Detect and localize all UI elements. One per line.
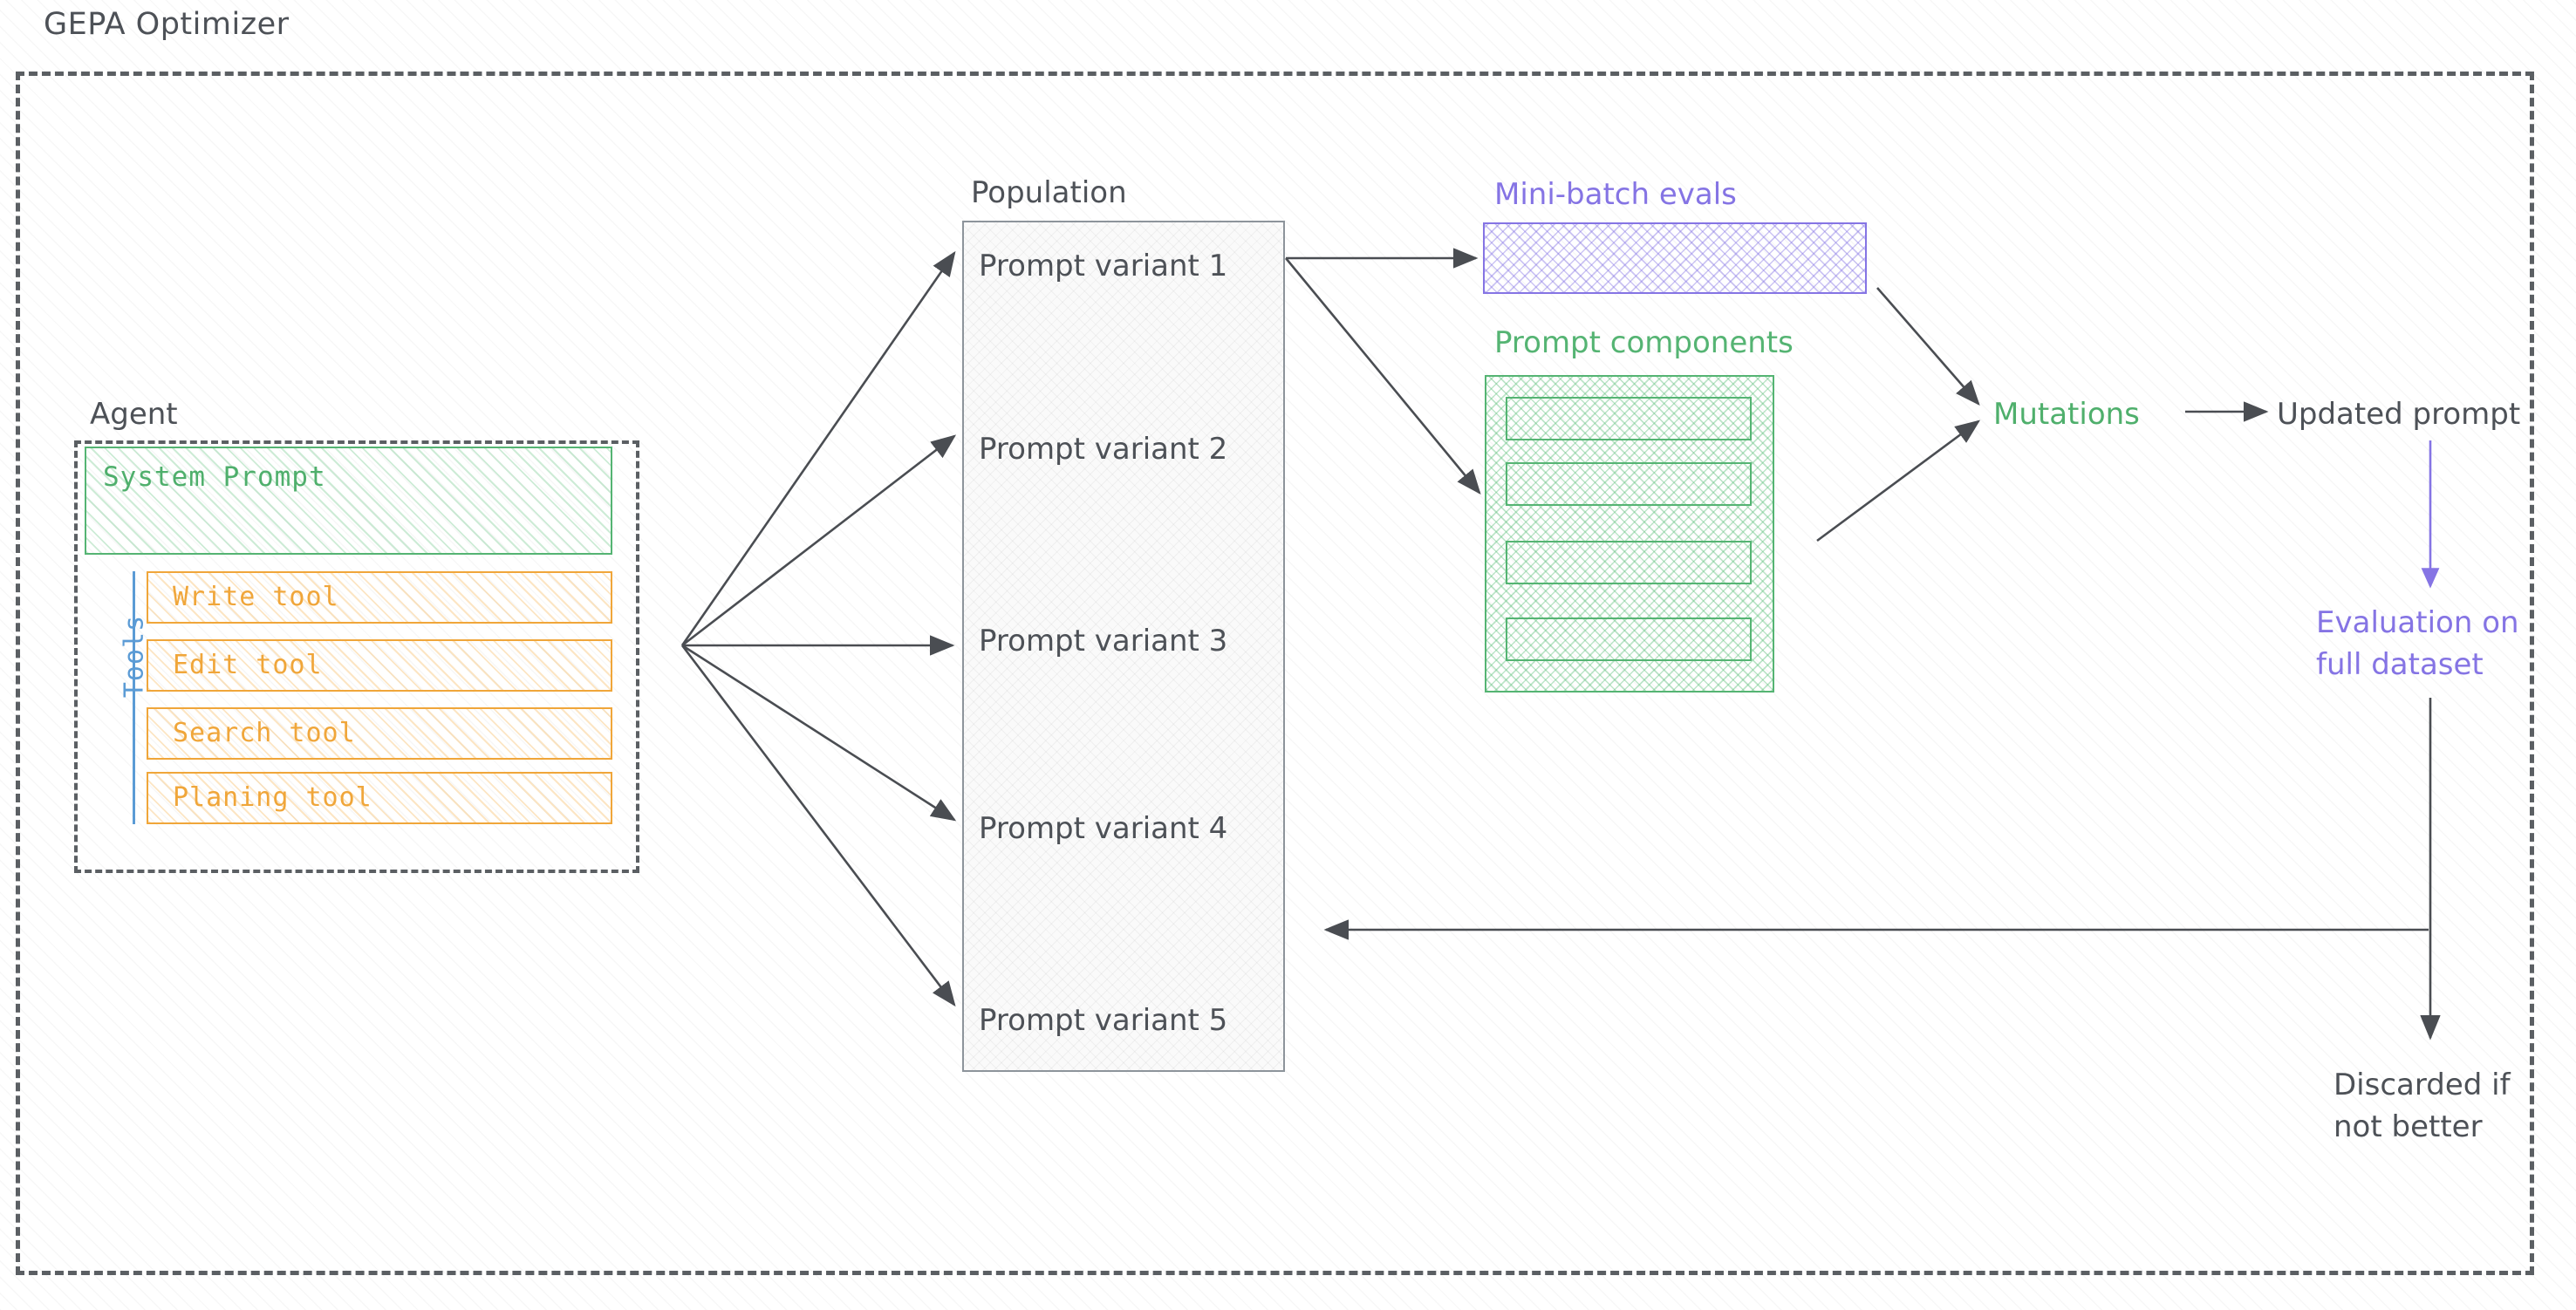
tool-box-edit[interactable] xyxy=(147,639,612,692)
prompt-variant-1[interactable]: Prompt variant 1 xyxy=(979,249,1228,283)
evaluation-on-full-dataset-node[interactable]: Evaluation on full dataset xyxy=(2316,602,2519,686)
agent-group-label: Agent xyxy=(90,397,178,432)
prompt-variant-5[interactable]: Prompt variant 5 xyxy=(979,1003,1228,1038)
prompt-variant-3[interactable]: Prompt variant 3 xyxy=(979,624,1228,658)
tools-rail-label: Tools xyxy=(119,614,150,699)
minibatch-evals-box[interactable] xyxy=(1483,222,1867,294)
prompt-variant-4[interactable]: Prompt variant 4 xyxy=(979,811,1228,846)
system-prompt-label: System Prompt xyxy=(103,461,326,493)
minibatch-evals-label: Mini-batch evals xyxy=(1494,177,1737,212)
system-prompt-box[interactable] xyxy=(85,447,612,555)
tool-box-planing[interactable] xyxy=(147,772,612,824)
evaluation-line-2: full dataset xyxy=(2316,647,2484,682)
updated-prompt-node[interactable]: Updated prompt xyxy=(2277,397,2521,432)
prompt-component-slot-1[interactable] xyxy=(1506,397,1752,440)
prompt-components-box xyxy=(1485,375,1774,693)
population-box xyxy=(962,221,1285,1072)
prompt-variant-2[interactable]: Prompt variant 2 xyxy=(979,432,1228,467)
tool-label-edit: Edit tool xyxy=(173,650,323,680)
prompt-component-slot-4[interactable] xyxy=(1506,617,1752,661)
discarded-line-1: Discarded if xyxy=(2333,1068,2511,1102)
tool-label-search: Search tool xyxy=(173,718,356,748)
tool-box-write[interactable] xyxy=(147,571,612,624)
tool-label-write: Write tool xyxy=(173,582,339,612)
population-group-label: Population xyxy=(971,175,1127,210)
discarded-if-not-better-node[interactable]: Discarded if not better xyxy=(2333,1064,2511,1148)
gepa-optimizer-frame xyxy=(16,72,2534,1275)
prompt-component-slot-3[interactable] xyxy=(1506,541,1752,584)
tool-label-planing: Planing tool xyxy=(173,782,372,813)
agent-group-box xyxy=(74,440,639,873)
prompt-component-slot-2[interactable] xyxy=(1506,462,1752,506)
evaluation-line-1: Evaluation on xyxy=(2316,605,2519,640)
tools-rail-divider xyxy=(133,571,135,824)
prompt-components-label: Prompt components xyxy=(1494,325,1794,360)
mutations-node[interactable]: Mutations xyxy=(1993,397,2140,432)
page-title: GEPA Optimizer xyxy=(44,7,290,42)
discarded-line-2: not better xyxy=(2333,1109,2483,1144)
tool-box-search[interactable] xyxy=(147,707,612,760)
